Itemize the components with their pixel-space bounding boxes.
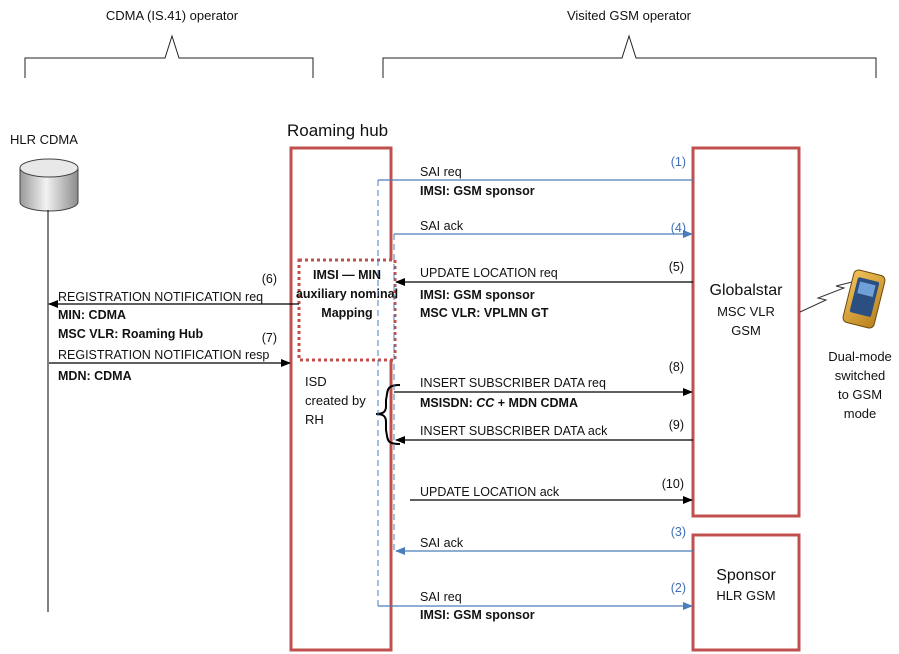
phone-line4: mode	[844, 406, 877, 421]
mapping-line2: auxiliary nominal	[296, 287, 398, 301]
phone-line2: switched	[835, 368, 886, 383]
msg4-label: SAI ack	[420, 219, 464, 233]
msg4-number: (4)	[671, 221, 686, 235]
msg9-label: INSERT SUBSCRIBER DATA ack	[420, 424, 608, 438]
wireless-signal-icon	[799, 281, 853, 313]
isd-line1: ISD	[305, 374, 327, 389]
gsm-operator-label: Visited GSM operator	[567, 8, 692, 23]
mapping-line1: IMSI — MIN	[313, 268, 381, 282]
msg5-detail2: MSC VLR: VPLMN GT	[420, 306, 549, 320]
globalstar-line2: MSC VLR	[717, 304, 775, 319]
msg2-number: (2)	[671, 581, 686, 595]
gsm-operator-brace	[382, 34, 877, 78]
msg1-detail: IMSI: GSM sponsor	[420, 184, 535, 198]
msg6-detail1: MIN: CDMA	[58, 308, 126, 322]
phone-line3: to GSM	[838, 387, 882, 402]
globalstar-box	[691, 146, 801, 518]
isd-line3: RH	[305, 412, 324, 427]
globalstar-name: Globalstar	[710, 282, 784, 299]
roaming-hub-box	[289, 146, 393, 652]
hlr-cdma-label: HLR CDMA	[10, 132, 78, 147]
mapping-line3: Mapping	[321, 306, 372, 320]
msg2-label: SAI req	[420, 590, 462, 604]
msg6-detail2: MSC VLR: Roaming Hub	[58, 327, 203, 341]
msg6-label: REGISTRATION NOTIFICATION req	[58, 290, 263, 304]
msg10-label: UPDATE LOCATION ack	[420, 485, 560, 499]
msg8-detail: MSISDN: CC + MDN CDMA	[420, 396, 578, 410]
msg2-detail: IMSI: GSM sponsor	[420, 608, 535, 622]
isd-brace	[375, 384, 401, 445]
msg8-number: (8)	[669, 360, 684, 374]
msg7-detail: MDN: CDMA	[58, 369, 132, 383]
isd-line2: created by	[305, 393, 366, 408]
msg5-number: (5)	[669, 260, 684, 274]
msg3-label: SAI ack	[420, 536, 464, 550]
globalstar-line3: GSM	[731, 323, 761, 338]
msg8-label: INSERT SUBSCRIBER DATA req	[420, 376, 606, 390]
sponsor-box	[691, 533, 801, 652]
msg10-number: (10)	[662, 477, 684, 491]
cdma-operator-brace	[24, 34, 314, 78]
sponsor-name: Sponsor	[716, 567, 776, 584]
roaming-hub-title: Roaming hub	[287, 121, 388, 140]
mobile-phone-icon	[842, 269, 886, 329]
msg7-label: REGISTRATION NOTIFICATION resp	[58, 348, 269, 362]
sponsor-line2: HLR GSM	[716, 588, 775, 603]
mapping-dotted-box	[297, 258, 397, 362]
msg6-number: (6)	[262, 272, 277, 286]
msg1-number: (1)	[671, 155, 686, 169]
msg5-label: UPDATE LOCATION req	[420, 266, 558, 280]
cdma-operator-label: CDMA (IS.41) operator	[106, 8, 239, 23]
msg5-detail1: IMSI: GSM sponsor	[420, 288, 535, 302]
msg9-number: (9)	[669, 418, 684, 432]
msg3-number: (3)	[671, 525, 686, 539]
msg1-label: SAI req	[420, 165, 462, 179]
database-cylinder-icon	[19, 158, 79, 212]
msg7-number: (7)	[262, 331, 277, 345]
phone-line1: Dual-mode	[828, 349, 892, 364]
